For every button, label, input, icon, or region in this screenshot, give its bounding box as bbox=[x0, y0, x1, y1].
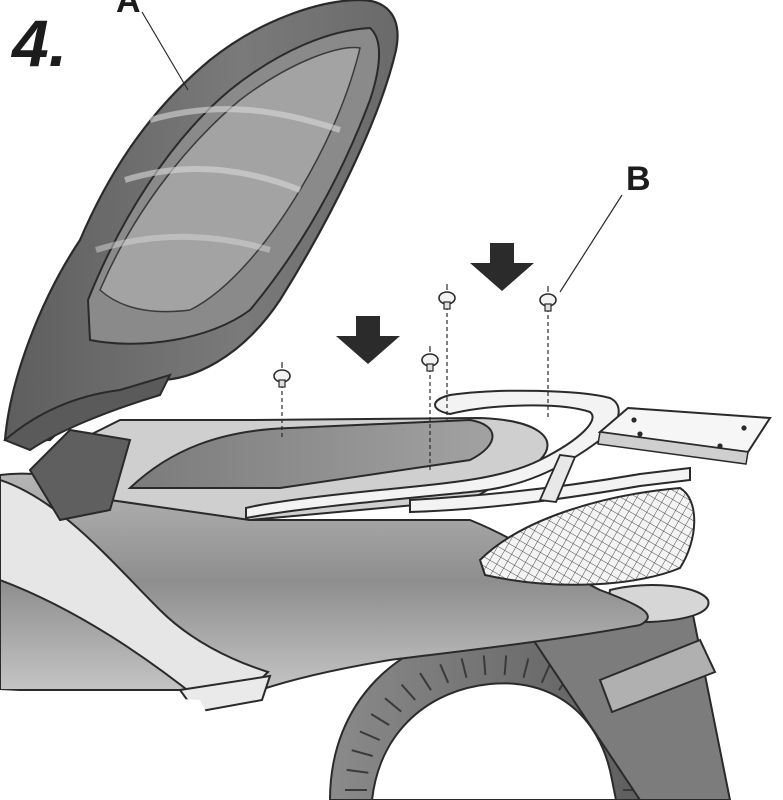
step-number: 4. bbox=[10, 6, 67, 80]
tire-tread bbox=[439, 663, 450, 684]
tire-tread bbox=[346, 768, 369, 774]
scooter-body bbox=[0, 472, 649, 720]
tire-tread bbox=[522, 658, 530, 678]
tail-light-mesh bbox=[478, 486, 696, 586]
screw-4 bbox=[539, 286, 557, 420]
tire-tread bbox=[400, 683, 416, 701]
tire-tread bbox=[419, 672, 432, 691]
screw-set bbox=[273, 284, 557, 470]
rear-rack bbox=[245, 389, 772, 520]
tire-tread bbox=[482, 655, 487, 676]
screw-1 bbox=[273, 362, 291, 440]
seat bbox=[3, 0, 399, 452]
tire-tread bbox=[359, 730, 381, 741]
tire-tread bbox=[384, 697, 402, 713]
down-arrow-1 bbox=[336, 316, 400, 364]
tire-tread bbox=[540, 663, 551, 684]
callout-b-leader bbox=[559, 194, 623, 293]
tire-tread bbox=[503, 655, 508, 676]
tire-tread bbox=[370, 713, 390, 726]
arrow-set bbox=[336, 243, 534, 364]
tire-tread bbox=[460, 658, 468, 678]
callout-a-leader bbox=[141, 11, 189, 91]
down-arrow-2 bbox=[470, 243, 534, 291]
screw-2 bbox=[421, 346, 439, 470]
callout-b-label: B bbox=[626, 160, 651, 198]
tire-tread bbox=[351, 749, 373, 757]
callout-a-label: A bbox=[116, 0, 141, 20]
screw-3 bbox=[438, 284, 456, 420]
